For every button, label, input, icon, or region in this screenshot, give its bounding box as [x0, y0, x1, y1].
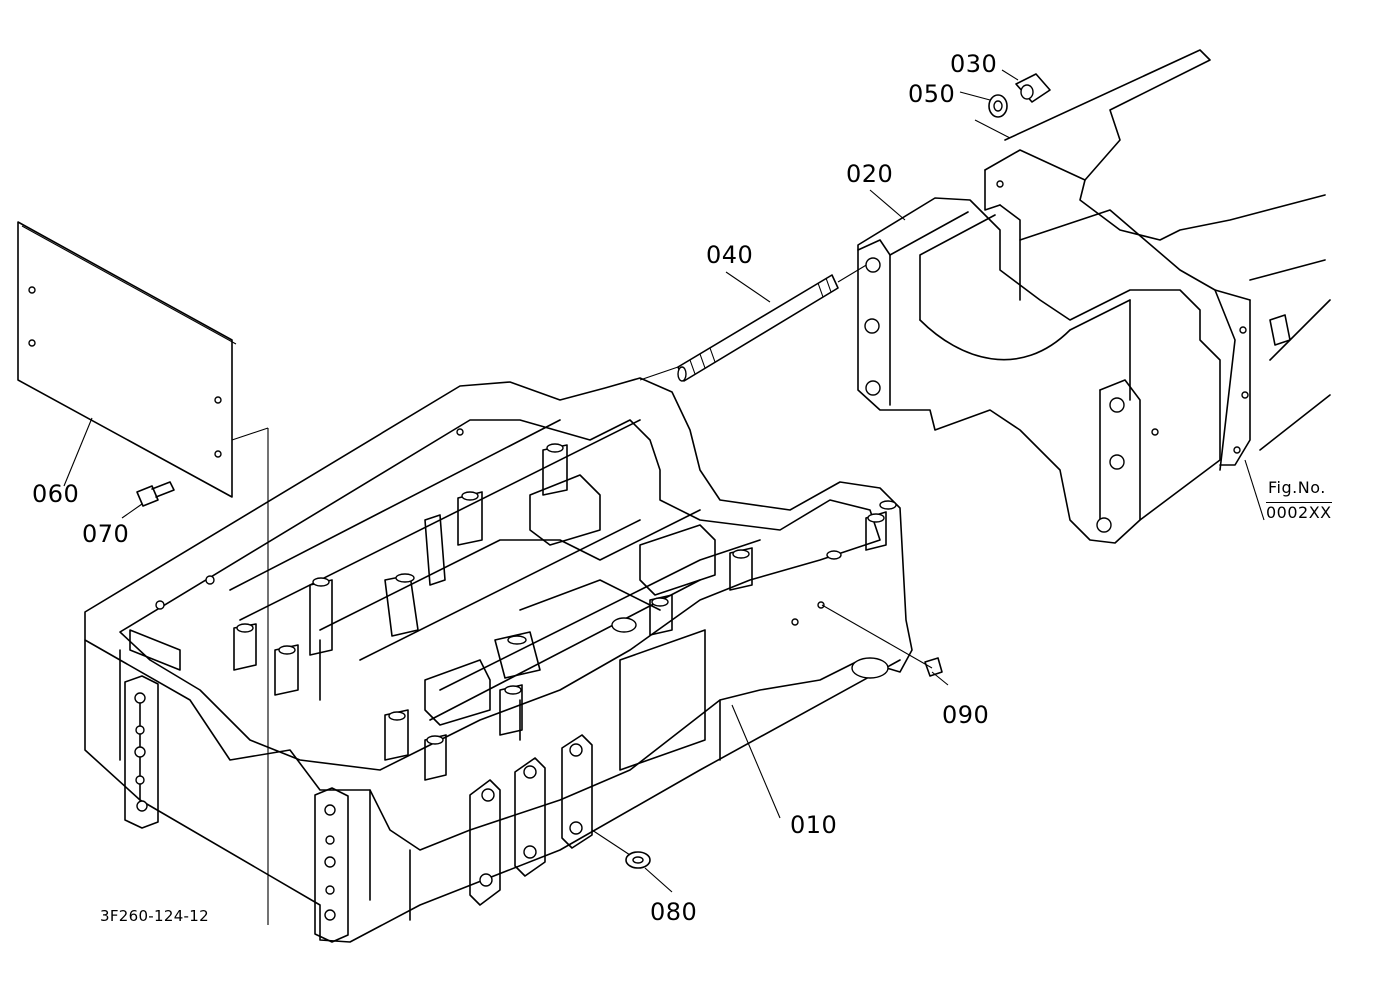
fig-caption: Fig.No. — [1268, 478, 1326, 497]
label-060: 060 — [32, 480, 80, 508]
stud-posts — [233, 443, 897, 781]
nut-030 — [1015, 73, 1051, 103]
label-090: 090 — [942, 701, 990, 729]
mounting-strap-right — [314, 787, 349, 943]
label-070: 070 — [82, 520, 130, 548]
label-030: 030 — [950, 50, 998, 78]
side-straps — [469, 734, 593, 906]
mounting-strap-left — [124, 675, 159, 829]
cover-plate-060 — [17, 221, 237, 498]
engine-housing — [984, 49, 1331, 471]
front-frame-010 — [84, 377, 913, 943]
washer-050 — [988, 94, 1008, 118]
fig-number: 0002XX — [1266, 502, 1332, 522]
plug-090 — [924, 657, 943, 677]
label-020: 020 — [846, 160, 894, 188]
leader-lines — [63, 69, 1265, 893]
drawing-code: 3F260-124-12 — [100, 907, 209, 925]
label-080: 080 — [650, 898, 698, 926]
label-010: 010 — [790, 811, 838, 839]
stud-rod-040 — [639, 263, 869, 382]
plug-080 — [625, 851, 651, 869]
label-040: 040 — [706, 241, 754, 269]
bolt-070 — [136, 481, 175, 507]
label-050: 050 — [908, 80, 956, 108]
rear-bracket-020 — [857, 197, 1221, 544]
